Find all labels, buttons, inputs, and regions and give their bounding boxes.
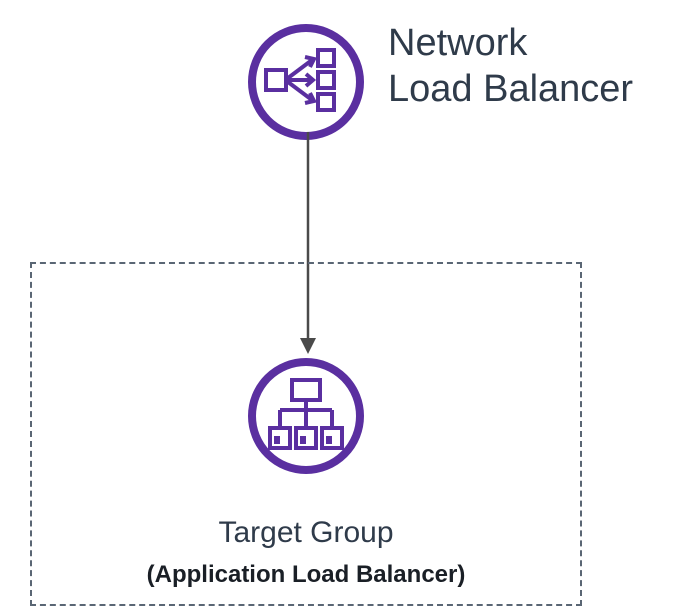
target-group-subtitle: (Application Load Balancer) — [146, 561, 466, 588]
target-group-box — [30, 262, 582, 606]
nlb-label-line2: Load Balancer — [388, 68, 634, 110]
target-group-title: Target Group — [218, 516, 394, 549]
connector-arrow — [300, 132, 316, 354]
network-load-balancer-icon — [248, 24, 364, 140]
nlb-label: Network Load Balancer — [388, 20, 633, 112]
nlb-label-line1: Network — [388, 22, 528, 64]
application-load-balancer-icon — [248, 358, 364, 474]
